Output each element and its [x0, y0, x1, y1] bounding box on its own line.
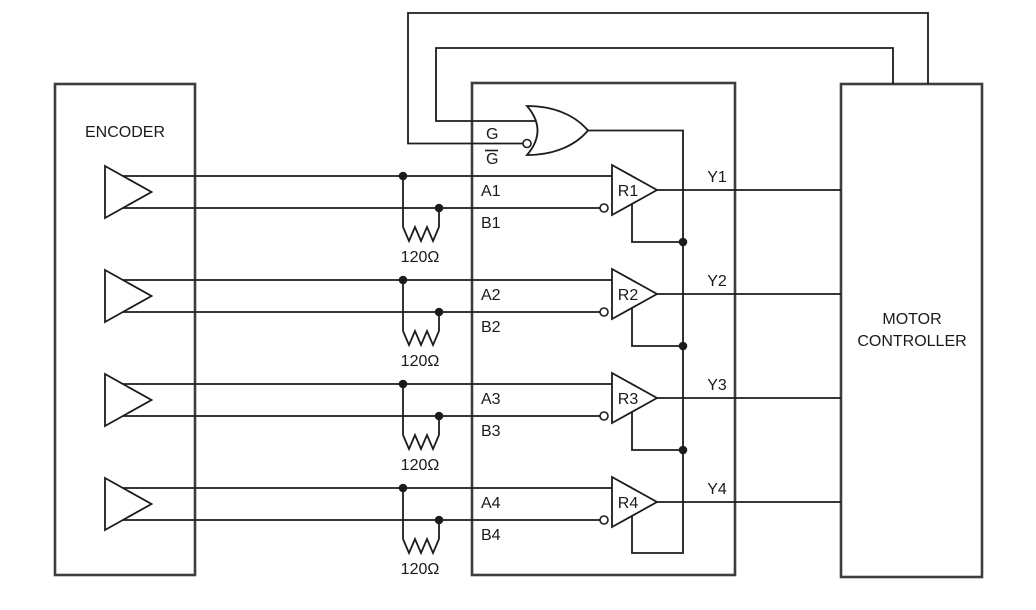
y3-output-label: Y3: [707, 377, 727, 394]
receiver2-inverting-bubble-icon: [599, 307, 609, 317]
junction-dot: [434, 307, 444, 317]
resistor1-zigzag-icon: [402, 224, 440, 244]
junction-dot: [434, 203, 444, 213]
receiver1-enable-stub: [631, 204, 683, 243]
receiver1-triangle-icon: [611, 163, 659, 217]
junction-dot: [678, 237, 688, 247]
labels: ENCODER MOTOR CONTROLLER G G A1 B1 R1 Y1…: [85, 124, 967, 578]
enable-bar-wire: [407, 12, 929, 145]
a2-pin-label: A2: [481, 287, 501, 304]
motor-controller-box: [839, 82, 984, 579]
encoder-label: ENCODER: [85, 124, 165, 141]
junction-dot: [678, 445, 688, 455]
a3-pin-label: A3: [481, 391, 501, 408]
b1-pin-label: B1: [481, 215, 501, 232]
enable-bar-bubble-icon: [522, 138, 532, 149]
junction-dot: [434, 515, 444, 525]
encoder-box: [53, 82, 197, 577]
receiver3-triangle-icon: [611, 371, 659, 425]
b2-pin-label: B2: [481, 319, 501, 336]
block-outlines: [53, 81, 984, 579]
resistor4-zigzag-icon: [402, 536, 440, 556]
termination3-value-label: 120Ω: [401, 457, 440, 474]
junction-dot: [398, 483, 408, 493]
enable-or-gate-icon: [525, 105, 590, 156]
encoder-buffer2-icon: [104, 268, 154, 324]
receiver1-label: R1: [618, 183, 639, 200]
receiver1-inverting-bubble-icon: [599, 203, 609, 213]
motor-controller-label-line1: MOTOR: [882, 311, 941, 328]
enable-bar-pin-label: G: [486, 151, 498, 168]
receiver-ic-box: [470, 81, 737, 577]
a1-pin-label: A1: [481, 183, 501, 200]
receiver3-label: R3: [618, 391, 639, 408]
junction-dot: [434, 411, 444, 421]
receiver4-inverting-bubble-icon: [599, 515, 609, 525]
enable-wire: [435, 47, 894, 122]
receiver3-inverting-bubble-icon: [599, 411, 609, 421]
termination4-value-label: 120Ω: [401, 561, 440, 578]
enable-trunk-wire: [588, 129, 684, 554]
encoder-buffer3-icon: [104, 372, 154, 428]
termination2-value-label: 120Ω: [401, 353, 440, 370]
junction-dot: [398, 171, 408, 181]
resistor3-zigzag-icon: [402, 432, 440, 452]
enable-pin-label: G: [486, 126, 498, 143]
receiver3-enable-stub: [631, 412, 683, 451]
encoder-buffer1-icon: [104, 164, 154, 220]
junction-dots: [398, 171, 688, 525]
receiver4-label: R4: [618, 495, 639, 512]
receiver2-label: R2: [618, 287, 639, 304]
b4-pin-label: B4: [481, 527, 501, 544]
junction-dot: [398, 275, 408, 285]
junction-dot: [398, 379, 408, 389]
resistor2-zigzag-icon: [402, 328, 440, 348]
receiver2-triangle-icon: [611, 267, 659, 321]
y4-output-label: Y4: [707, 481, 727, 498]
y1-output-label: Y1: [707, 169, 727, 186]
wires: [115, 12, 929, 556]
encoder-buffer4-icon: [104, 476, 154, 532]
motor-controller-label-line2: CONTROLLER: [857, 333, 966, 350]
junction-dot: [678, 341, 688, 351]
a4-pin-label: A4: [481, 495, 501, 512]
y2-output-label: Y2: [707, 273, 727, 290]
b3-pin-label: B3: [481, 423, 501, 440]
receiver4-triangle-icon: [611, 475, 659, 529]
symbols: [104, 105, 659, 532]
termination1-value-label: 120Ω: [401, 249, 440, 266]
receiver2-enable-stub: [631, 308, 683, 347]
